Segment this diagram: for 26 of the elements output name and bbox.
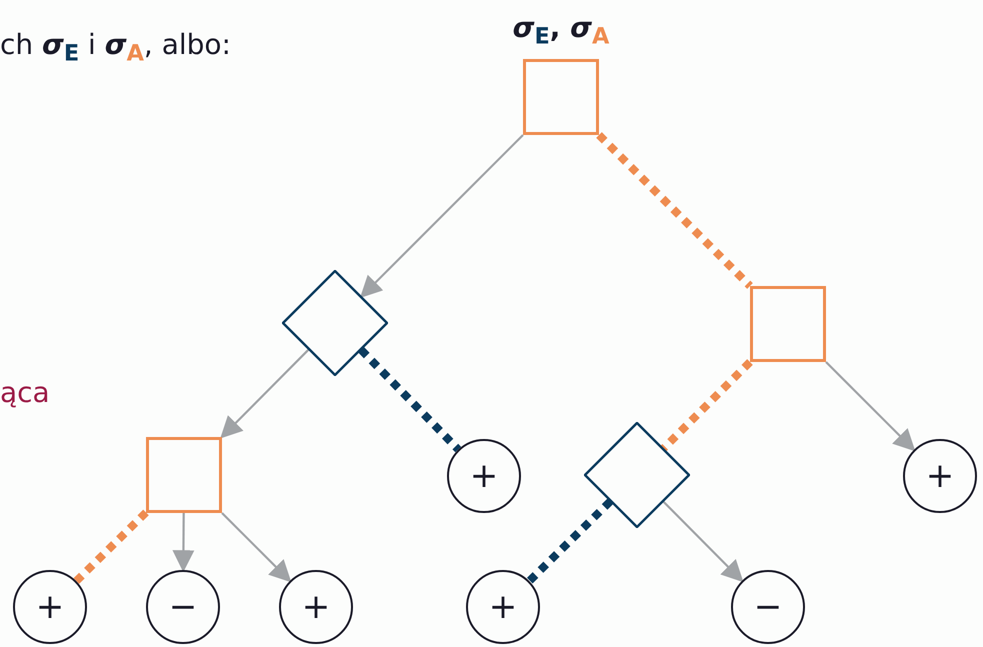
dotted-connector: [596, 132, 753, 289]
outcome-sign: +: [926, 459, 954, 493]
decision-diamond: [282, 270, 388, 376]
dotted-connector: [526, 498, 614, 584]
arrow: [360, 134, 524, 298]
dotted-connector: [660, 359, 753, 452]
arrow: [825, 361, 916, 452]
arrow: [221, 512, 292, 582]
outcome-sign: +: [488, 590, 518, 624]
outcome-sign: −: [168, 590, 198, 624]
outcome-sign: −: [754, 590, 782, 624]
decision-diamond: [584, 422, 690, 528]
square-node: [146, 437, 222, 513]
strategy-label: σ$_{E}$, σ$_{A}$: [512, 11, 610, 50]
arrow: [172, 513, 194, 572]
square-node: [523, 59, 599, 135]
outcome-sign: +: [470, 459, 498, 493]
square-node: [750, 286, 826, 362]
text-fragment: ch σ$_{E}$ i σ$_{A}$, albo:: [0, 28, 231, 67]
outcome-sign: +: [302, 590, 330, 624]
dotted-connector: [358, 347, 462, 452]
arrow: [662, 500, 744, 582]
arrow: [220, 348, 310, 439]
outcome-sign: +: [36, 590, 64, 624]
text-fragment: ąca: [0, 376, 50, 409]
dotted-connector: [74, 510, 149, 584]
